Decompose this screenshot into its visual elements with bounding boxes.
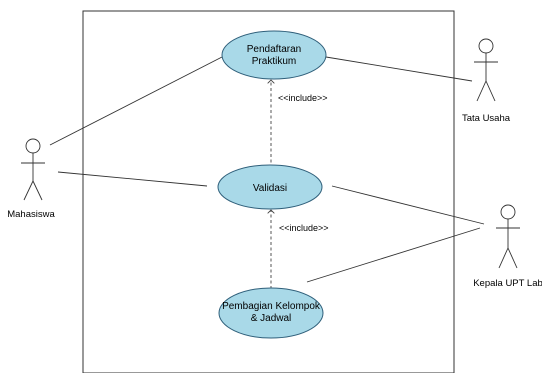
actor-tata-usaha[interactable] xyxy=(474,38,498,102)
use-case-validasi[interactable]: Validasi xyxy=(217,164,323,210)
use-case-pendaftaran-line2: Praktikum xyxy=(252,56,296,67)
use-case-pembagian-line1: Pembagian Kelompok xyxy=(222,301,321,312)
association-pembagian-kepala xyxy=(306,227,481,283)
use-case-validasi-label: Validasi xyxy=(253,183,287,194)
association-mahasiswa-pendaftaran xyxy=(49,56,223,146)
use-case-pembagian-line2: & Jadwal xyxy=(251,313,292,324)
actor-kepala-upt-lab[interactable] xyxy=(496,204,520,269)
include-label-bottom: <<include>> xyxy=(279,223,329,233)
use-case-pendaftaran-line1: Pendaftaran xyxy=(247,44,302,55)
include-label-top: <<include>> xyxy=(278,93,328,103)
actor-kepala-upt-lab-label: Kepala UPT Lab xyxy=(473,278,542,289)
use-case-pembagian-kelompok[interactable]: Pembagian Kelompok & Jadwal xyxy=(218,287,324,339)
association-validasi-kepala xyxy=(331,185,485,225)
association-pendaftaran-tatausaha xyxy=(325,56,473,82)
actor-mahasiswa[interactable] xyxy=(21,138,45,201)
actor-tata-usaha-label: Tata Usaha xyxy=(462,113,511,124)
actor-mahasiswa-label: Mahasiswa xyxy=(7,209,55,220)
association-mahasiswa-validasi xyxy=(57,171,208,187)
use-case-pendaftaran-praktikum[interactable]: Pendaftaran Praktikum xyxy=(221,30,327,80)
